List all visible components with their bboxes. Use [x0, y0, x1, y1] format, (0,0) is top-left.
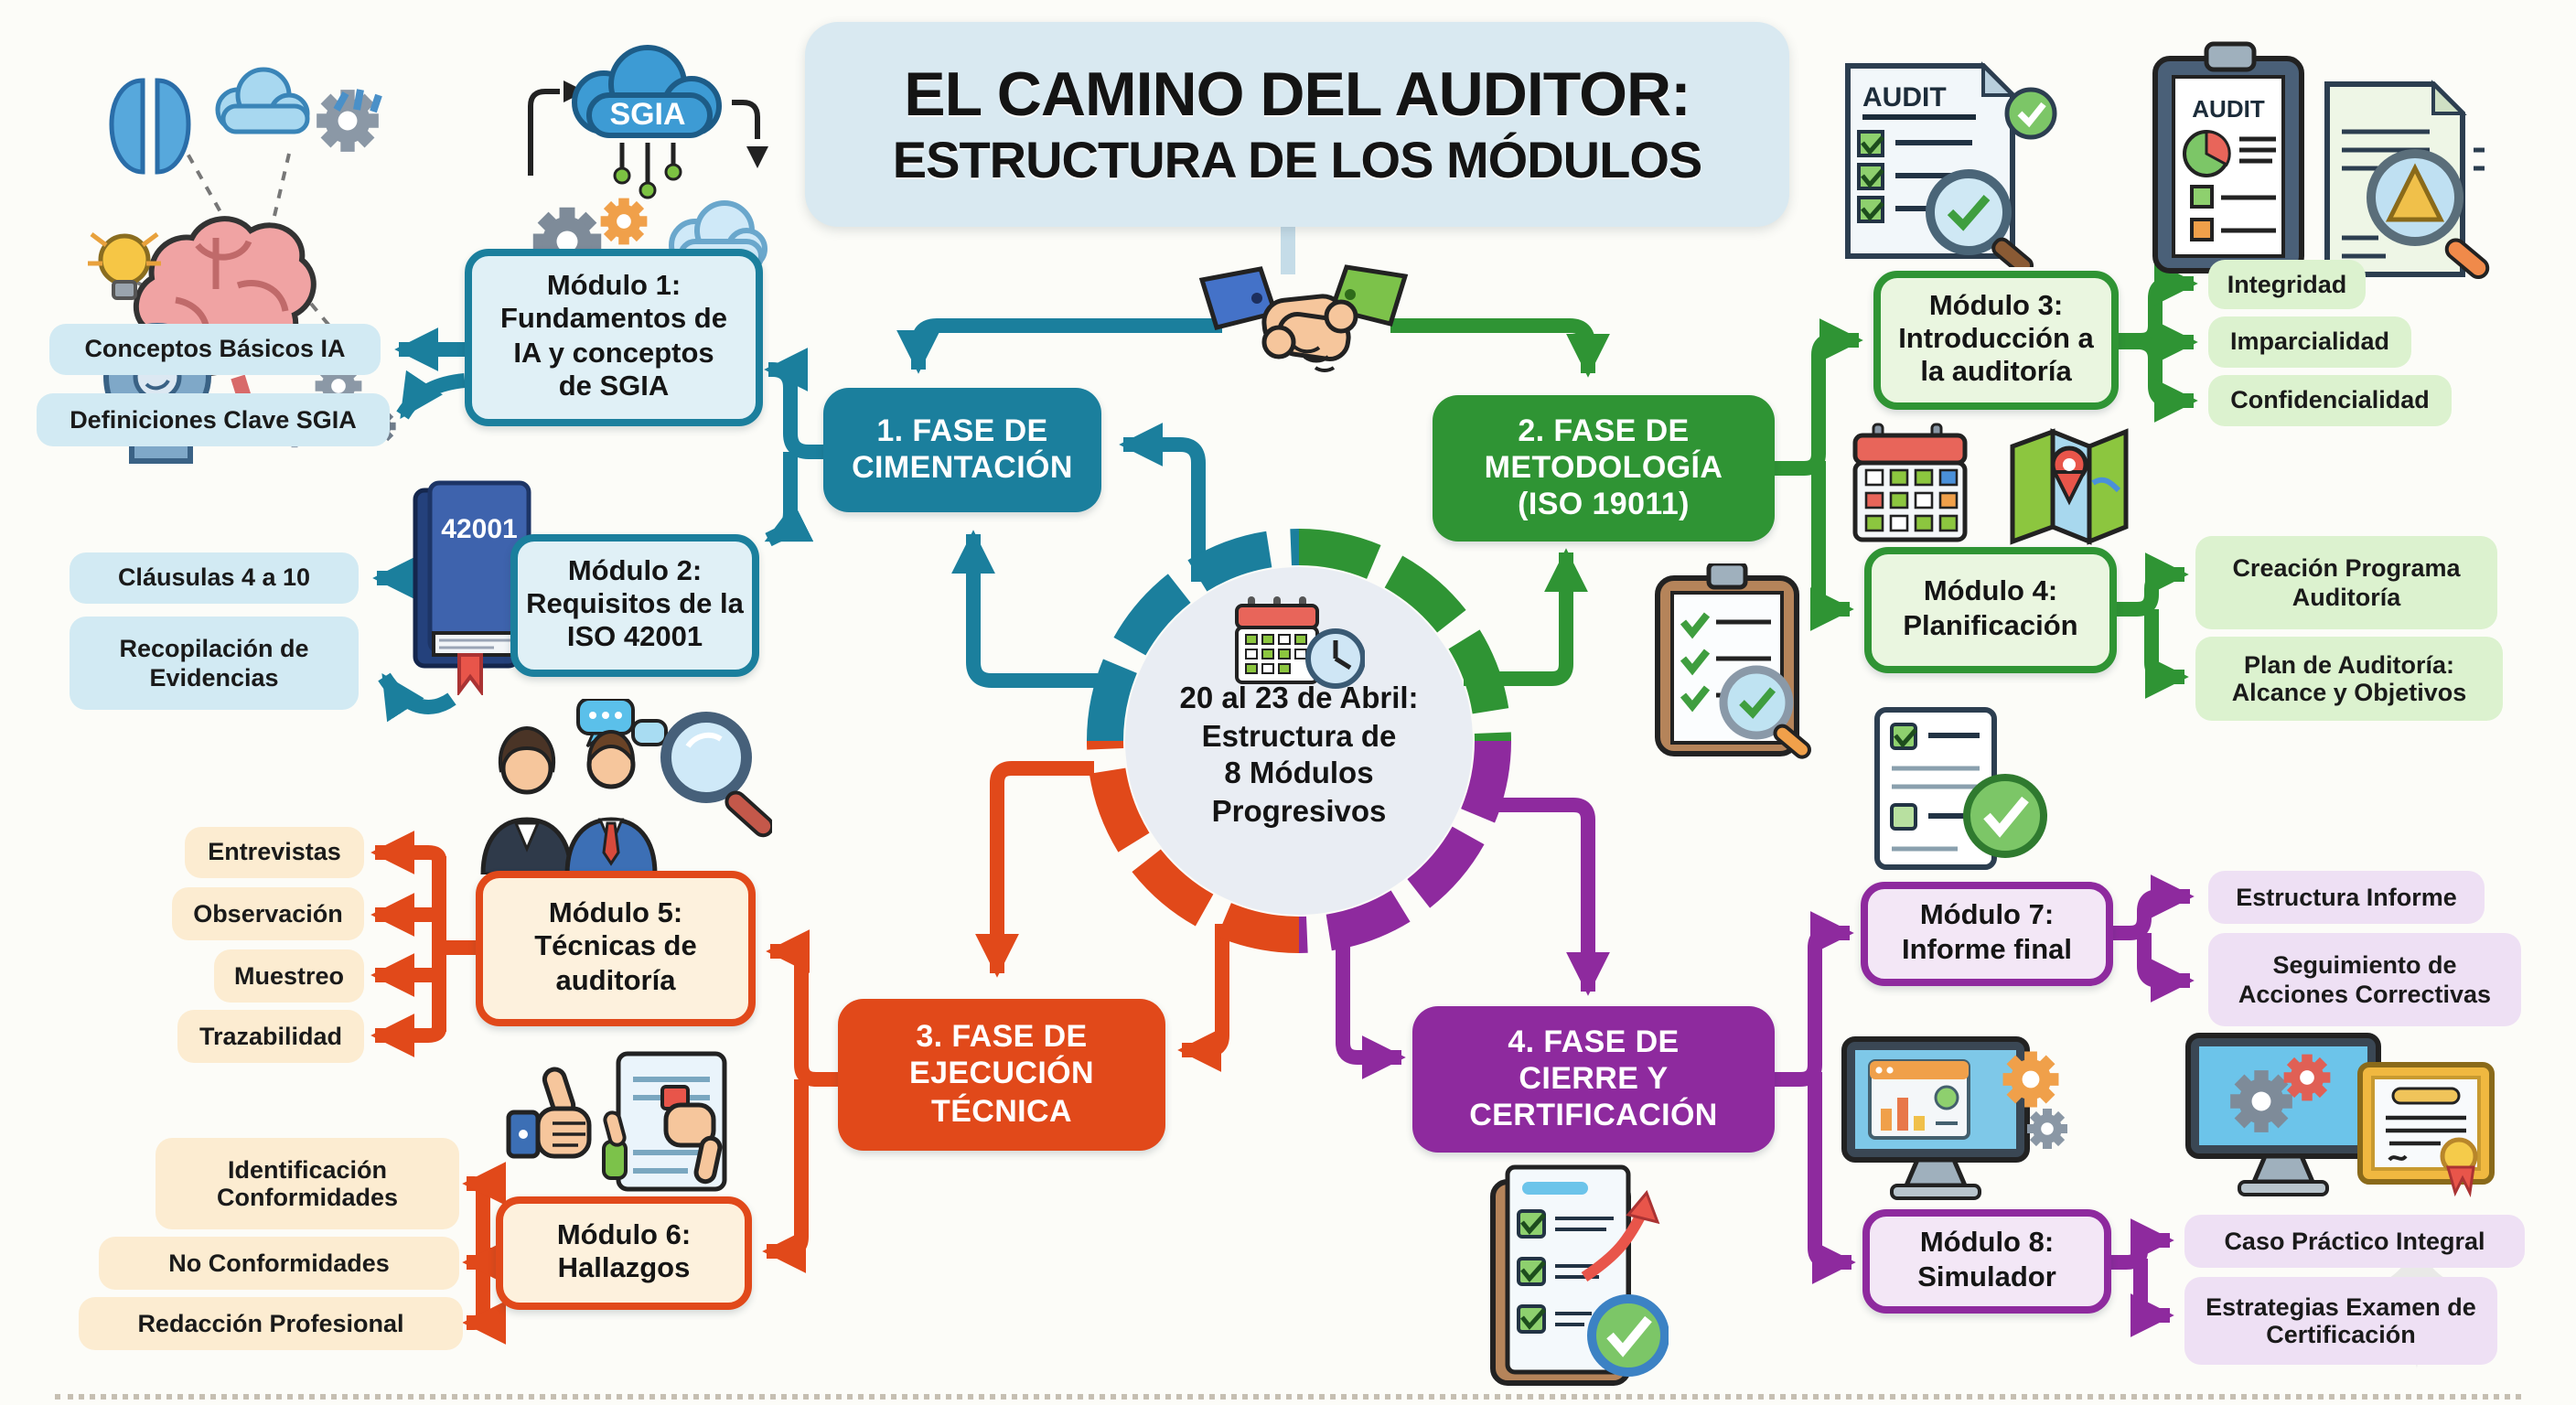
topic-estructura-informe: Estructura Informe	[2208, 871, 2485, 924]
audit-clipboard-icon: AUDIT	[2152, 41, 2304, 273]
module-5-box: Módulo 5: Técnicas de auditoría	[476, 871, 756, 1026]
clipboard-check-magnifier-icon	[1655, 563, 1811, 759]
module-8-line: Módulo 8:	[1919, 1228, 2055, 1260]
module-5-line: Módulo 5:	[548, 898, 683, 930]
phase-3-line: TÉCNICA	[931, 1093, 1072, 1129]
topic-no-conformidades: No Conformidades	[99, 1237, 459, 1290]
module-4-box: Módulo 4: Planificación	[1864, 547, 2117, 673]
module-4-line: Módulo 4:	[1923, 576, 2058, 608]
module-7-line: Informe final	[1901, 934, 2072, 965]
module-1-box: Módulo 1: Fundamentos de IA y conceptos …	[465, 249, 763, 426]
module-6-box: Módulo 6: Hallazgos	[496, 1196, 752, 1310]
topic-seguimiento-acciones-correctivas: Seguimiento de Acciones Correctivas	[2208, 933, 2521, 1026]
module-5-line: Técnicas de	[534, 931, 697, 963]
module-3-line: la auditoría	[1920, 357, 2072, 389]
report-check-icon	[1874, 707, 2047, 870]
topic-creacion-programa-auditoria: Creación Programa Auditoría	[2195, 536, 2497, 629]
audit-clipboard-label: AUDIT	[2192, 95, 2265, 123]
topic-imparcialidad: Imparcialidad	[2208, 316, 2411, 368]
audit-checklist-icon: AUDIT	[1845, 61, 2057, 267]
module-3-line: Módulo 3:	[1928, 290, 2064, 322]
calendar-clock-icon	[1235, 596, 1365, 689]
module-3-box: Módulo 3: Introducción a la auditoría	[1873, 271, 2119, 410]
module-2-line: ISO 42001	[566, 622, 703, 654]
module-2-box: Módulo 2: Requisitos de la ISO 42001	[510, 534, 759, 677]
phase-1-line: 1. FASE DE	[876, 413, 1048, 448]
module-2-line: Requisitos de la	[526, 588, 744, 620]
calendar-icon	[1852, 423, 1968, 542]
phase-1-cimentacion-box: 1. FASE DE CIMENTACIÓN	[823, 388, 1101, 512]
audit-doc-label: AUDIT	[1862, 82, 1947, 113]
phase-4-line: CIERRE Y	[1519, 1060, 1669, 1096]
module-8-line: Simulador	[1917, 1261, 2056, 1292]
topic-conceptos-basicos-ia: Conceptos Básicos IA	[49, 324, 381, 375]
phase-4-cierre-box: 4. FASE DE CIERRE Y CERTIFICACIÓN	[1412, 1006, 1775, 1153]
phase-1-line: CIMENTACIÓN	[852, 450, 1073, 485]
title-line-2: ESTRUCTURA DE LOS MÓDULOS	[892, 131, 1703, 188]
module-6-line: Módulo 6:	[556, 1219, 692, 1251]
module-1-line: de SGIA	[558, 370, 670, 402]
topic-trazabilidad: Trazabilidad	[177, 1010, 364, 1063]
topic-confidencialidad: Confidencialidad	[2208, 375, 2452, 426]
phase-2-line: METODOLOGÍA	[1484, 449, 1723, 485]
doc-triangle-magnifier-icon	[2324, 80, 2490, 280]
module-1-line: IA y conceptos	[513, 338, 714, 369]
topic-entrevistas: Entrevistas	[185, 827, 364, 878]
title-line-1: EL CAMINO DEL AUDITOR:	[904, 59, 1691, 129]
topic-caso-practico-integral: Caso Práctico Integral	[2184, 1215, 2525, 1268]
topic-plan-de-auditoria: Plan de Auditoría: Alcance y Objetivos	[2195, 637, 2503, 721]
topic-estrategias-examen: Estrategias Examen de Certificación	[2184, 1277, 2497, 1365]
phase-2-line: 2. FASE DE	[1518, 413, 1690, 448]
hub-line: 8 Módulos	[1224, 757, 1374, 791]
monitor-certificate-icon	[2185, 1033, 2495, 1197]
calendar-map-icons	[1852, 423, 2129, 545]
topic-observacion: Observación	[172, 887, 364, 940]
topic-integridad: Integridad	[2208, 260, 2366, 309]
center-circle	[1125, 567, 1473, 915]
topic-identificacion-conformidades: Identificación Conformidades	[156, 1138, 459, 1229]
phase-2-metodologia-box: 2. FASE DE METODOLOGÍA (ISO 19011)	[1433, 395, 1775, 542]
module-7-line: Módulo 7:	[1919, 900, 2055, 932]
infographic-title: EL CAMINO DEL AUDITOR: ESTRUCTURA DE LOS…	[805, 22, 1789, 227]
book-label: 42001	[441, 514, 517, 544]
phase-2-line: (ISO 19011)	[1518, 487, 1690, 522]
auditors-people-icon	[480, 699, 772, 874]
hub-line: Progresivos	[1211, 795, 1387, 829]
module-4-line: Planificación	[1903, 610, 2078, 641]
module-6-line: Hallazgos	[557, 1253, 691, 1284]
topic-definiciones-clave-sgia: Definiciones Clave SGIA	[37, 393, 390, 446]
monitor-dashboard-gear-icon	[1841, 1036, 2075, 1200]
topic-clausulas-4-a-10: Cláusulas 4 a 10	[70, 552, 359, 604]
phase-4-line: CERTIFICACIÓN	[1469, 1098, 1718, 1133]
sgia-label: SGIA	[609, 97, 685, 132]
hub-line: 20 al 23 de Abril:	[1179, 682, 1419, 715]
clipboard-arrow-icon	[1490, 1164, 1669, 1386]
module-7-box: Módulo 7: Informe final	[1861, 882, 2113, 986]
hub-line: Estructura de	[1201, 720, 1397, 754]
map-icon	[2010, 428, 2129, 545]
thumbs-findings-icon	[506, 1051, 727, 1192]
phase-3-ejecucion-box: 3. FASE DE EJECUCIÓN TÉCNICA	[838, 999, 1165, 1151]
module-5-line: auditoría	[555, 965, 676, 997]
center-hub-text: 20 al 23 de Abril: Estructura de 8 Módul…	[1131, 681, 1467, 831]
module-8-box: Módulo 8: Simulador	[1862, 1209, 2111, 1314]
module-3-line: Introducción a	[1898, 323, 2094, 355]
module-1-line: Fundamentos de	[499, 304, 727, 336]
phase-4-line: 4. FASE DE	[1508, 1024, 1680, 1059]
topic-redaccion-profesional: Redacción Profesional	[79, 1297, 463, 1350]
topic-recopilacion-evidencias: Recopilación de Evidencias	[70, 617, 359, 710]
phase-3-line: 3. FASE DE	[916, 1019, 1088, 1055]
topic-muestreo: Muestreo	[214, 949, 364, 1003]
phase-3-line: EJECUCIÓN	[909, 1056, 1094, 1091]
handshake-icon	[1198, 264, 1409, 372]
module-2-line: Módulo 2:	[567, 555, 703, 587]
module-1-line: Módulo 1:	[546, 270, 682, 302]
bottom-dotted-divider	[55, 1394, 2521, 1400]
